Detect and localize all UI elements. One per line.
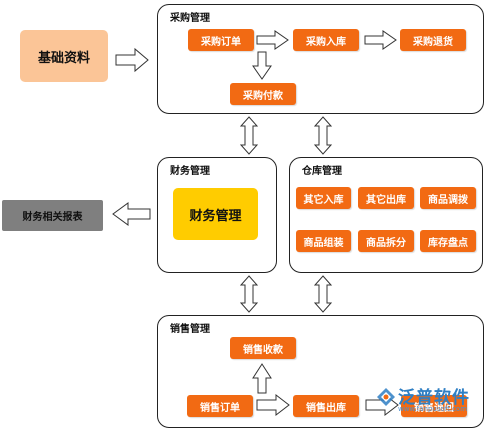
arrow-warehouse-sales: [313, 275, 333, 313]
arrow-order-to-receipt: [256, 30, 289, 50]
arrow-order-to-payment: [252, 51, 272, 80]
warehouse-stocktake-label: 库存盘点: [428, 237, 468, 249]
sales-collection-node: 销售收款: [230, 337, 296, 359]
arrow-basic-to-procurement: [115, 47, 149, 73]
procurement-order-label: 采购订单: [201, 36, 241, 48]
procurement-order-node: 采购订单: [188, 29, 254, 51]
procurement-receipt-node: 采购入库: [293, 29, 359, 51]
fanpusoft-watermark: 泛普软件 www.fanpusoft.com: [376, 383, 488, 431]
warehouse-other-in-node: 其它入库: [296, 187, 351, 209]
warehouse-assemble-label: 商品组装: [303, 237, 344, 249]
warehouse-stocktake-node: 库存盘点: [420, 230, 476, 252]
arrow-finance-to-reports: [112, 202, 151, 226]
warehouse-split-node: 商品拆分: [358, 230, 414, 252]
warehouse-transfer-node: 商品调拨: [420, 187, 476, 209]
arrow-finance-sales: [239, 275, 259, 313]
finance-reports-label: 财务相关报表: [22, 212, 83, 223]
sales-outbound-node: 销售出库: [293, 395, 359, 417]
procurement-panel: 采购管理: [157, 4, 484, 114]
sales-order-node: 销售订单: [187, 395, 253, 417]
watermark-url: www.fanpusoft.com: [398, 405, 468, 413]
basic-data-node: 基础资料: [20, 30, 108, 82]
watermark-brand: 泛普软件: [398, 388, 470, 407]
procurement-return-node: 采购退货: [400, 29, 466, 51]
warehouse-panel: 仓库管理: [289, 157, 483, 273]
sales-outbound-label: 销售出库: [306, 402, 346, 414]
finance-reports-node: 财务相关报表: [2, 200, 103, 231]
basic-data-label: 基础资料: [37, 49, 90, 65]
warehouse-split-label: 商品拆分: [366, 237, 406, 249]
sales-title: 销售管理: [170, 324, 210, 335]
warehouse-other-in-label: 其它入库: [303, 194, 344, 206]
warehouse-other-out-label: 其它出库: [366, 194, 406, 206]
procurement-payment-label: 采购付款: [243, 90, 283, 102]
procurement-title: 采购管理: [170, 13, 210, 24]
sales-collection-label: 销售收款: [243, 344, 283, 356]
arrow-procurement-finance: [239, 116, 259, 155]
finance-title: 财务管理: [170, 166, 210, 177]
sales-return-label: 销售退回: [414, 402, 454, 414]
sales-return-node: 销售退回: [401, 395, 467, 417]
fanpusoft-logo-icon: [377, 388, 395, 406]
finance-center-label: 财务管理: [189, 207, 242, 223]
procurement-receipt-label: 采购入库: [306, 36, 346, 48]
warehouse-title: 仓库管理: [302, 166, 342, 177]
warehouse-assemble-node: 商品组装: [296, 230, 351, 252]
procurement-payment-node: 采购付款: [230, 83, 296, 105]
arrow-salesorder-to-outbound: [256, 393, 290, 417]
arrow-salesorder-to-collection: [252, 363, 272, 394]
procurement-return-label: 采购退货: [413, 36, 453, 48]
warehouse-transfer-label: 商品调拨: [428, 194, 468, 206]
sales-order-label: 销售订单: [200, 402, 240, 414]
arrow-receipt-to-return: [364, 30, 397, 50]
warehouse-other-out-node: 其它出库: [358, 187, 414, 209]
arrow-procurement-warehouse: [313, 116, 333, 155]
finance-center-node: 财务管理: [173, 188, 258, 240]
